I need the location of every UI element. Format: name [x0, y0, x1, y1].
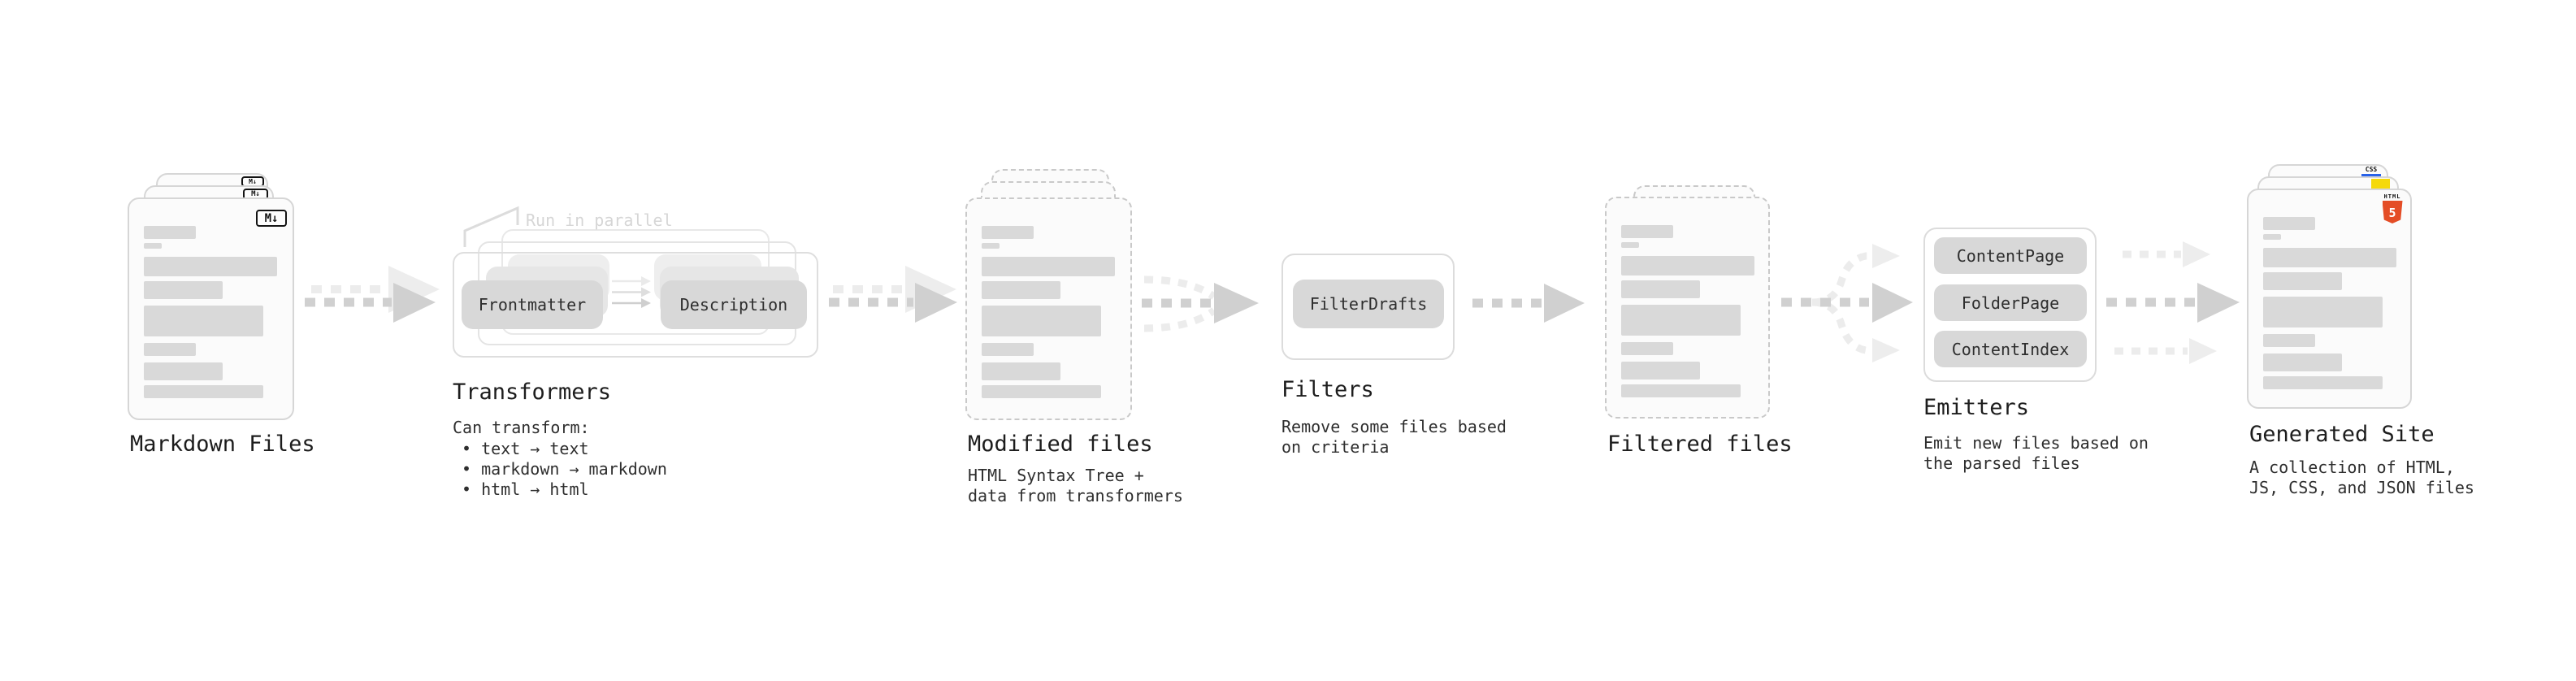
- arrow-modified-to-filters: [1142, 275, 1259, 332]
- arrow-markdown-to-transformers: [305, 266, 440, 323]
- doc-placeholder-line: [2263, 297, 2383, 327]
- transformers-bullet: • markdown → markdown: [462, 459, 667, 479]
- stage-label-generated-site: Generated Site: [2249, 422, 2435, 447]
- transformer-layer-box-front: [453, 252, 818, 358]
- doc-placeholder-line: [982, 362, 1060, 380]
- css-badge-icon: CSS: [2361, 167, 2381, 177]
- stage-label-modified-files: Modified files: [968, 432, 1153, 457]
- doc-placeholder-line: [2263, 217, 2315, 230]
- generated-desc-line: A collection of HTML,: [2249, 458, 2455, 477]
- transformers-desc-title: Can transform:: [453, 418, 590, 437]
- stage-label-transformers: Transformers: [453, 380, 612, 405]
- transformer-pill-frontmatter: Frontmatter: [462, 280, 603, 329]
- html5-number: 5: [2388, 206, 2396, 220]
- doc-placeholder-line: [982, 226, 1034, 239]
- doc-placeholder-line: [2263, 248, 2396, 267]
- doc-placeholder-line: [1621, 305, 1741, 336]
- doc-placeholder-line: [2263, 272, 2342, 290]
- doc-placeholder-line: [2263, 334, 2315, 347]
- doc-placeholder-line: [1621, 280, 1700, 298]
- css-badge-label: CSS: [2365, 166, 2378, 173]
- doc-placeholder-line: [2263, 234, 2281, 240]
- doc-placeholder-line: [1621, 256, 1754, 275]
- doc-placeholder-line: [144, 243, 162, 249]
- doc-placeholder-line: [1621, 225, 1673, 238]
- filters-desc-line: on criteria: [1281, 437, 1390, 457]
- doc-placeholder-line: [144, 257, 277, 276]
- modified-desc-line: HTML Syntax Tree +: [968, 466, 1144, 485]
- emitter-pill-folderpage: FolderPage: [1934, 284, 2087, 321]
- generated-site-card: HTML 5: [2247, 189, 2412, 409]
- doc-placeholder-line: [982, 385, 1101, 398]
- stage-label-markdown-files: Markdown Files: [130, 432, 315, 457]
- doc-placeholder-line: [982, 281, 1060, 299]
- generated-desc-line: JS, CSS, and JSON files: [2249, 478, 2474, 497]
- transformer-pill-description: Description: [661, 280, 807, 329]
- stage-label-emitters: Emitters: [1923, 395, 2030, 420]
- stage-label-filters: Filters: [1281, 377, 1374, 402]
- doc-placeholder-line: [2263, 354, 2342, 371]
- doc-placeholder-line: [144, 281, 223, 299]
- doc-placeholder-line: [982, 257, 1115, 276]
- transformers-bullet: • text → text: [462, 439, 589, 458]
- js-badge-icon: [2371, 179, 2390, 189]
- doc-placeholder-line: [144, 362, 223, 380]
- emitter-pill-contentindex: ContentIndex: [1934, 331, 2087, 367]
- html5-badge-label: HTML: [2383, 193, 2401, 200]
- filtered-file-card: [1605, 197, 1770, 419]
- doc-placeholder-line: [1621, 242, 1639, 248]
- doc-placeholder-line: [144, 385, 263, 398]
- doc-placeholder-line: [1621, 342, 1673, 355]
- run-in-parallel-callout-line: [463, 206, 519, 247]
- doc-placeholder-line: [144, 343, 196, 356]
- modified-file-card: [965, 197, 1132, 420]
- filter-pill-filterdrafts: FilterDrafts: [1293, 280, 1444, 328]
- transformer-layer-arrows: [612, 276, 651, 308]
- arrow-transformers-to-modified: [829, 266, 957, 323]
- transformers-bullet: • html → html: [462, 479, 589, 499]
- doc-placeholder-line: [1621, 362, 1700, 380]
- arrow-filtered-to-emitters: [1781, 244, 1913, 362]
- doc-placeholder-line: [982, 243, 1000, 249]
- arrow-filters-to-filtered: [1472, 284, 1585, 323]
- markdown-file-card: M↓: [128, 197, 294, 420]
- html5-badge-icon: HTML 5: [2380, 193, 2405, 223]
- doc-placeholder-line: [144, 306, 263, 336]
- emitters-desc-line: the parsed files: [1923, 453, 2080, 473]
- filters-desc-line: Remove some files based: [1281, 417, 1507, 436]
- markdown-badge-icon: M↓: [256, 210, 287, 227]
- html5-shield: 5: [2382, 201, 2403, 223]
- run-in-parallel-annotation: Run in parallel: [526, 210, 673, 230]
- css-badge-underline: [2361, 174, 2381, 177]
- doc-placeholder-line: [982, 306, 1101, 336]
- doc-placeholder-line: [1621, 384, 1741, 397]
- emitters-desc-line: Emit new files based on: [1923, 433, 2149, 453]
- modified-desc-line: data from transformers: [968, 486, 1183, 505]
- arrow-emitters-to-generated: [2106, 241, 2240, 364]
- doc-placeholder-line: [982, 343, 1034, 356]
- doc-placeholder-line: [2263, 376, 2383, 389]
- emitter-pill-contentpage: ContentPage: [1934, 237, 2087, 274]
- doc-placeholder-line: [144, 226, 196, 239]
- stage-label-filtered-files: Filtered files: [1607, 432, 1793, 457]
